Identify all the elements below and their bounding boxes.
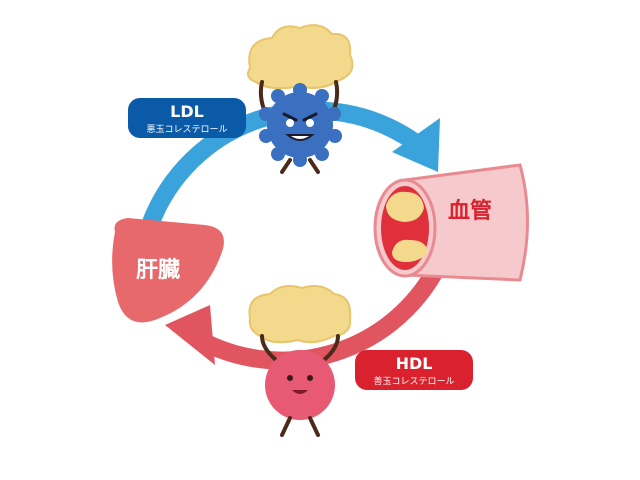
- hdl-label-badge: HDL 善玉コレステロール: [355, 350, 473, 390]
- red-cycle-arrow: [195, 246, 454, 370]
- hdl-ball-icon: [248, 285, 352, 437]
- liver-label: 肝臓: [136, 258, 180, 283]
- vessel-label: 血管: [448, 198, 492, 224]
- red-arrow-head: [165, 305, 215, 365]
- ldl-label-badge: LDL 悪玉コレステロール: [128, 98, 246, 138]
- hdl-title: HDL: [396, 354, 433, 373]
- blue-arrow-head: [392, 118, 440, 172]
- hdl-subtitle: 善玉コレステロール: [373, 375, 454, 387]
- liver-icon: [112, 218, 224, 323]
- ldl-subtitle: 悪玉コレステロール: [146, 124, 227, 135]
- ldl-title: LDL: [170, 102, 204, 121]
- plaque-bottom-icon: [392, 239, 428, 262]
- ldl-monster-icon: [247, 24, 354, 174]
- blood-vessel: [373, 163, 529, 282]
- plaque-top-icon: [386, 191, 424, 222]
